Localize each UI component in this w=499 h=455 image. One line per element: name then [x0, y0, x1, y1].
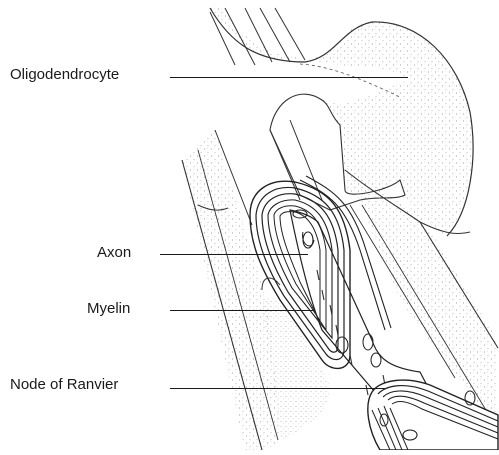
label-oligodendrocyte: Oligodendrocyte: [10, 66, 119, 84]
label-axon: Axon: [97, 244, 131, 262]
leader-line-myelin: [170, 310, 313, 311]
fiber-tract-left: [182, 130, 282, 450]
leader-line-axon: [160, 254, 308, 255]
label-myelin: Myelin: [87, 300, 130, 318]
label-node-of-ranvier: Node of Ranvier: [10, 376, 118, 394]
leader-line-oligodendrocyte: [170, 77, 408, 78]
leader-line-node-of-ranvier: [170, 388, 385, 389]
